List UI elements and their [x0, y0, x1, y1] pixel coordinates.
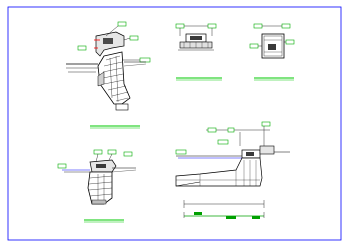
detail-revetment-profile: [175, 121, 290, 219]
detail-coping-section: [249, 23, 295, 81]
detail-retaining-wall-section: [66, 21, 151, 129]
drawing-frame: [7, 6, 342, 241]
detail-wall-footing-section: [57, 149, 137, 223]
detail-railing-elevation: [175, 23, 222, 81]
